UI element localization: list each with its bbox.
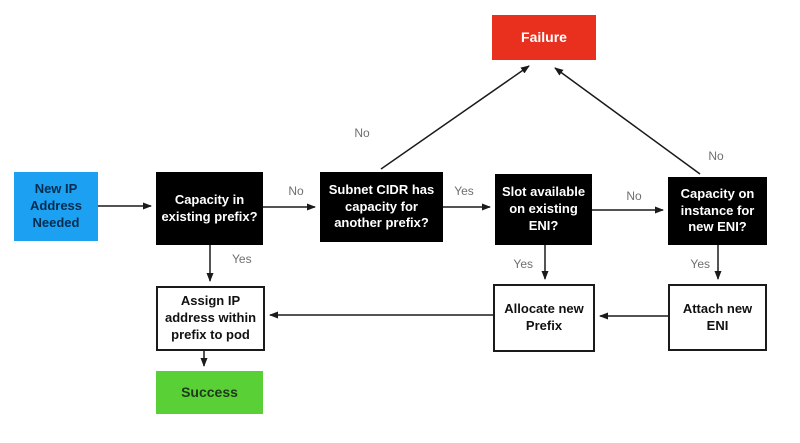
edge-label-yes-slot-available: Yes xyxy=(513,257,533,271)
node-assign-ip-address: Assign IP address within prefix to pod xyxy=(156,286,265,351)
edge-label-yes-subnet-cidr: Yes xyxy=(454,184,474,198)
node-capacity-in-existing-prefix: Capacity in existing prefix? xyxy=(156,172,263,245)
node-new-ip-needed-label: New IP Address Needed xyxy=(29,181,83,230)
edge-label-no-slot-available: No xyxy=(626,189,642,203)
node-subnet-cidr-has-capacity: Subnet CIDR has capacity for another pre… xyxy=(320,172,443,242)
node-capacity-on-instance: Capacity on instance for new ENI? xyxy=(668,177,767,245)
node-assign-ip-address-label: Assign IP address within prefix to pod xyxy=(164,293,257,342)
node-allocate-new-prefix: Allocate new Prefix xyxy=(493,284,595,352)
edge-label-no-capacity-instance-failure: No xyxy=(708,149,724,163)
edge-subnet-cidr-to-failure xyxy=(380,65,530,170)
node-slot-available-on-eni: Slot available on existing ENI? xyxy=(495,174,592,245)
node-capacity-on-instance-label: Capacity on instance for new ENI? xyxy=(680,185,755,235)
edge-label-yes-capacity-instance: Yes xyxy=(690,257,710,271)
node-success-label: Success xyxy=(181,384,238,401)
node-attach-new-eni: Attach new ENI xyxy=(668,284,767,351)
node-attach-new-eni-label: Attach new ENI xyxy=(682,300,753,333)
node-success: Success xyxy=(156,371,263,414)
node-allocate-new-prefix-label: Allocate new Prefix xyxy=(504,301,584,333)
node-capacity-in-existing-prefix-label: Capacity in existing prefix? xyxy=(161,191,258,224)
edge-capacity-instance-to-failure xyxy=(554,67,701,175)
edge-label-yes-capacity-existing: Yes xyxy=(232,252,252,266)
node-subnet-cidr-has-capacity-label: Subnet CIDR has capacity for another pre… xyxy=(328,181,435,231)
node-new-ip-needed: New IP Address Needed xyxy=(14,172,98,241)
node-failure: Failure xyxy=(492,15,596,60)
node-slot-available-on-eni-label: Slot available on existing ENI? xyxy=(501,184,586,233)
node-failure-label: Failure xyxy=(521,29,567,46)
edge-label-no-capacity-existing: No xyxy=(288,184,304,198)
edge-label-no-subnet-cidr-failure: No xyxy=(354,126,370,140)
